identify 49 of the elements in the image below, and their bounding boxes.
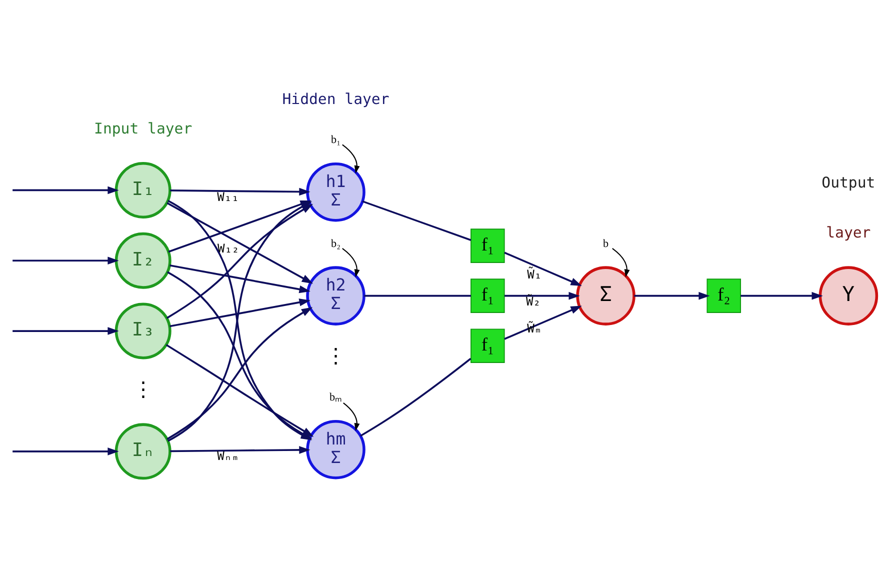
connector bbox=[360, 358, 472, 437]
arrow bbox=[170, 446, 310, 454]
label: Input layer bbox=[94, 120, 192, 138]
arrow bbox=[504, 292, 580, 300]
connector bbox=[362, 200, 472, 242]
node-circle: I₁ bbox=[114, 162, 172, 218]
node-circle: Y bbox=[818, 266, 878, 326]
arrow bbox=[342, 248, 360, 278]
label: layer bbox=[826, 224, 871, 242]
edge-label: W̃₂ bbox=[526, 294, 540, 308]
node-circle: h1 Σ bbox=[306, 162, 366, 222]
edge-label: W₁₁ bbox=[217, 190, 239, 204]
node-circle: Σ bbox=[576, 266, 636, 326]
node-text: b₂ bbox=[331, 238, 340, 250]
arrow bbox=[166, 344, 314, 437]
arrow bbox=[170, 298, 310, 328]
node-text: bₘ bbox=[329, 392, 342, 404]
node-text: b₁ bbox=[331, 134, 340, 146]
edge-label: W̃₁ bbox=[527, 267, 542, 282]
label: Hidden layer bbox=[282, 90, 390, 108]
arrow bbox=[12, 256, 119, 265]
node-circle: h2 Σ bbox=[306, 266, 366, 326]
arrow bbox=[12, 448, 119, 456]
arrow bbox=[343, 402, 360, 431]
node-circle: hm Σ bbox=[306, 420, 366, 480]
edge-label: W₁₂ bbox=[217, 241, 240, 256]
node-circle: I₃ bbox=[114, 302, 172, 360]
node-box: f₁ bbox=[470, 278, 505, 313]
arrow bbox=[504, 306, 582, 340]
arrow bbox=[634, 292, 710, 300]
arrow bbox=[740, 292, 823, 300]
node-box: f₁ bbox=[470, 328, 505, 363]
label: Output bbox=[822, 174, 876, 192]
node-circle: I₂ bbox=[114, 232, 172, 289]
node-circle: Iₙ bbox=[114, 423, 172, 480]
node-text: b bbox=[602, 238, 609, 250]
connector bbox=[364, 294, 471, 297]
arrow bbox=[342, 144, 360, 174]
arrow bbox=[12, 327, 119, 335]
node-box: f₂ bbox=[706, 278, 741, 313]
edge-label: Wₙₘ bbox=[217, 449, 239, 464]
arrow bbox=[170, 264, 310, 294]
arrow bbox=[612, 248, 630, 278]
arrow bbox=[170, 188, 310, 196]
label: ⋮ bbox=[326, 344, 346, 368]
arrow bbox=[12, 186, 119, 194]
node-box: f₁ bbox=[470, 228, 505, 263]
arrow bbox=[504, 252, 582, 286]
label: ⋮ bbox=[133, 377, 154, 402]
